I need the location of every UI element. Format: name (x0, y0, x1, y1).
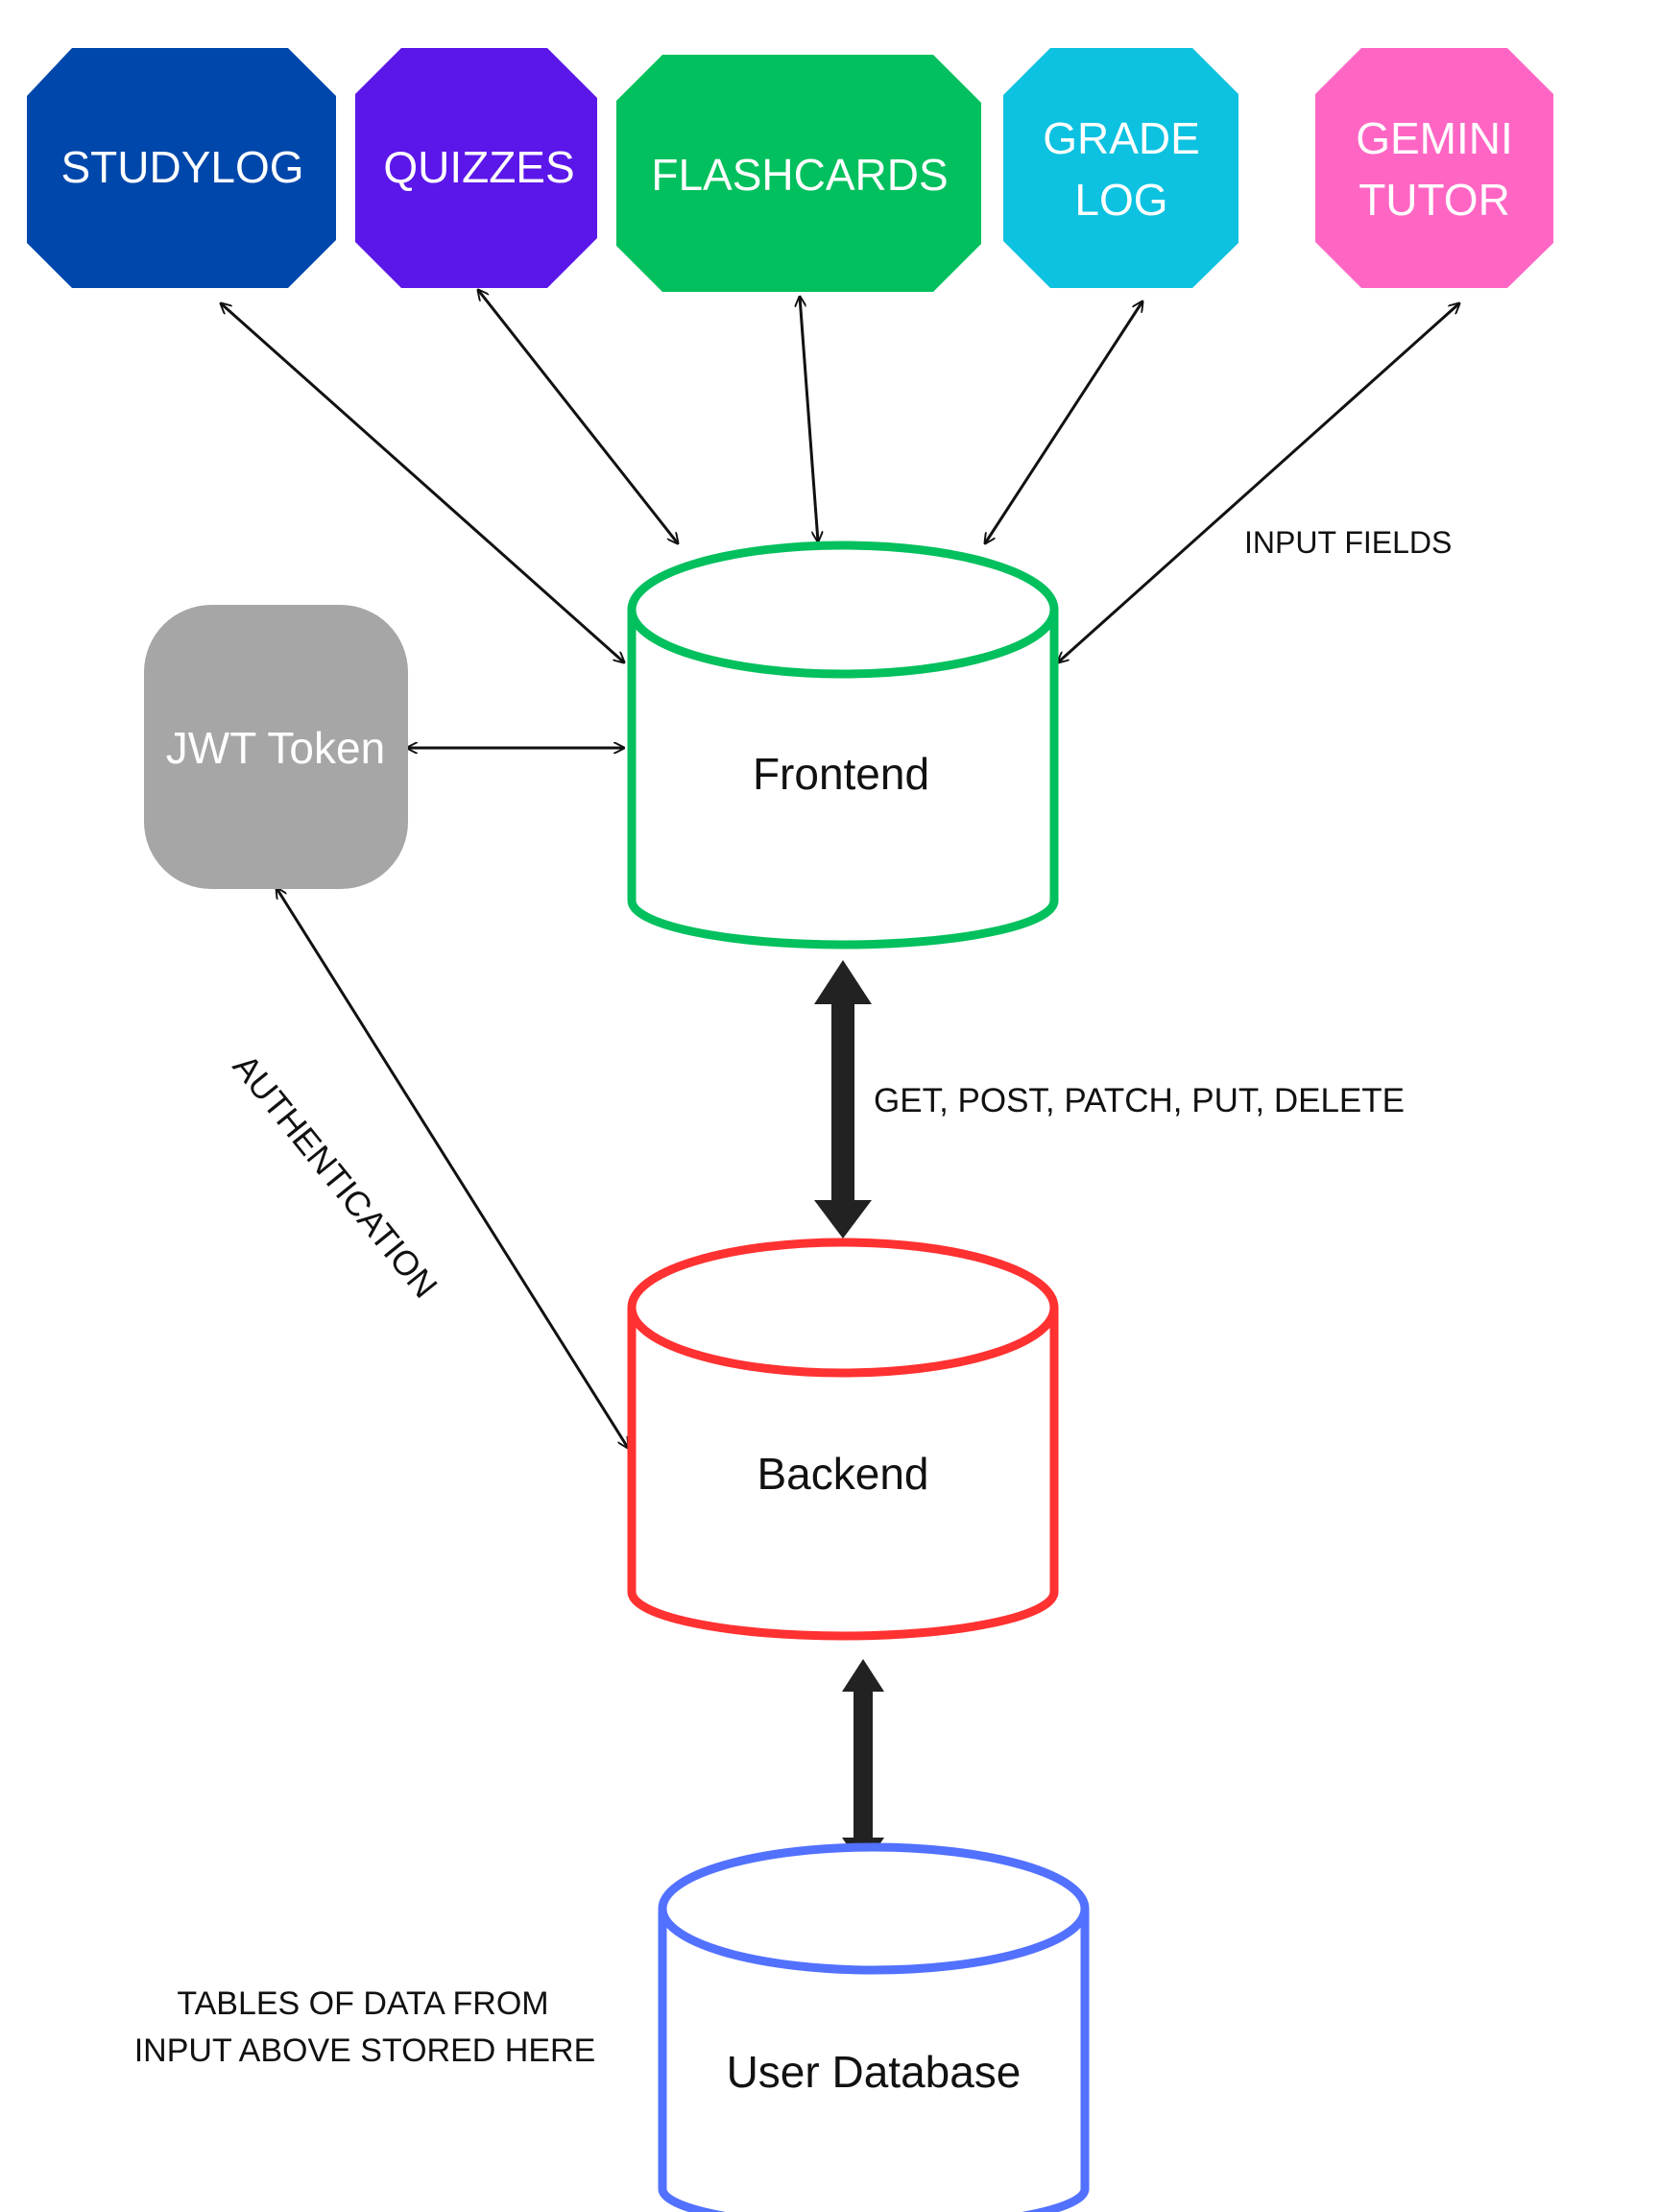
thick-arrow-frontend-backend (814, 960, 872, 1238)
gradelog-label-line1: GRADE (1043, 113, 1200, 163)
studylog-octagon-icon (27, 48, 336, 288)
connector-flashcards-frontend (800, 297, 818, 541)
frontend-cylinder-icon (627, 541, 1059, 950)
module-quizzes: QUIZZES (355, 48, 597, 288)
module-flashcards: FLASHCARDS (616, 55, 981, 292)
jwt-rounded-rect-icon (144, 605, 408, 889)
flashcards-octagon-icon (616, 55, 981, 292)
backend-node: Backend (627, 1238, 1059, 1641)
jwt-token-node: JWT Token (144, 605, 408, 889)
connector-jwt-backend (276, 888, 628, 1448)
http-methods-label: GET, POST, PATCH, PUT, DELETE (874, 1082, 1405, 1119)
frontend-label: Frontend (753, 749, 929, 799)
connector-quizzes-frontend (478, 290, 678, 543)
quizzes-octagon-icon (355, 48, 597, 288)
quizzes-label: QUIZZES (383, 142, 574, 192)
backend-cylinder-icon (627, 1238, 1059, 1641)
tables-note-line2: INPUT ABOVE STORED HERE (134, 2032, 596, 2069)
connector-gemini-frontend (1058, 303, 1459, 662)
frontend-node: Frontend (627, 541, 1059, 950)
flashcards-label: FLASHCARDS (651, 150, 948, 200)
gemini-octagon-icon (1315, 48, 1553, 288)
studylog-label: STUDYLOG (60, 142, 303, 192)
database-cylinder-icon (658, 1842, 1090, 2212)
thick-arrow-backend-database (842, 1659, 884, 1868)
authentication-label: AUTHENTICATION (226, 1046, 445, 1305)
jwt-label: JWT Token (166, 723, 385, 773)
gradelog-octagon-icon (1003, 48, 1238, 288)
tables-note-line1: TABLES OF DATA FROM (177, 1985, 548, 2022)
backend-label: Backend (757, 1449, 928, 1499)
database-node: User Database (658, 1842, 1090, 2212)
gemini-label-line1: GEMINI (1356, 113, 1513, 163)
module-studylog: STUDYLOG (27, 48, 336, 288)
connector-studylog-frontend (221, 303, 624, 662)
database-label: User Database (727, 2047, 1022, 2097)
module-gradelog: GRADE LOG (1003, 48, 1238, 288)
input-fields-label: INPUT FIELDS (1244, 525, 1452, 560)
connector-gradelog-frontend (985, 301, 1142, 543)
module-gemini-tutor: GEMINI TUTOR (1315, 48, 1553, 288)
gradelog-label-line2: LOG (1074, 175, 1167, 225)
gemini-label-line2: TUTOR (1358, 175, 1510, 225)
